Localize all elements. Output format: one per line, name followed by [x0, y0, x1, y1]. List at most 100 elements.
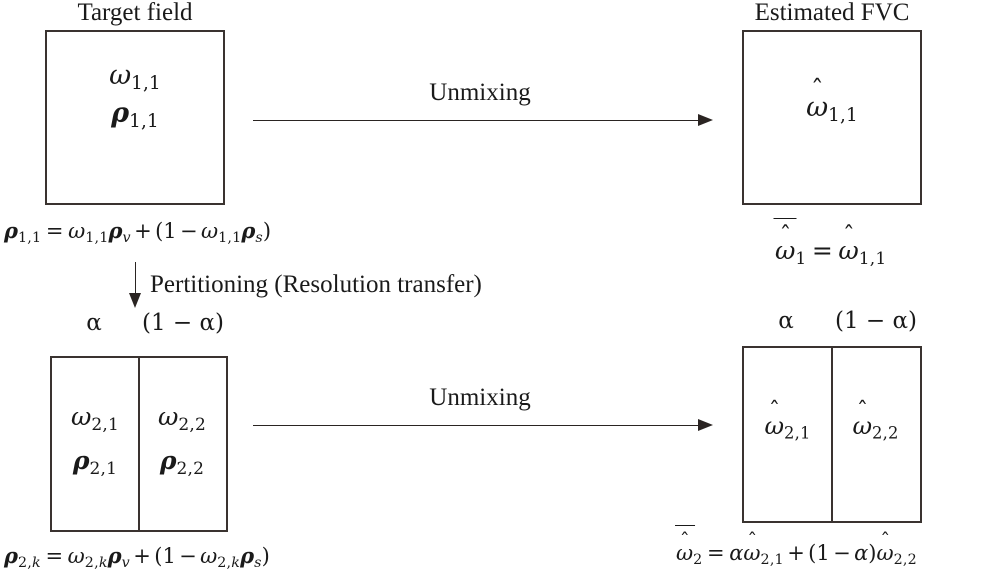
one-literal: 1 [162, 544, 176, 568]
partitioning-arrow-line [135, 262, 136, 295]
omega-symbol: ω [838, 236, 859, 265]
rho-s-sub: s [255, 229, 263, 246]
partitioned-fvc-divider [831, 348, 833, 521]
target-cell-2-rho: ρ2,2 [138, 448, 226, 478]
omega-symbol: ω [109, 60, 132, 91]
alpha-symbol-2: α [854, 541, 869, 565]
hat-icon: ˆ [768, 397, 781, 424]
equals-sign: = [45, 544, 64, 568]
target-cell-1-omega: ω2,1 [52, 404, 138, 434]
hat-icon: ˆ [747, 528, 758, 553]
omega-term-2-sub: 2,k [217, 554, 241, 571]
unmixing-arrow-top-head [698, 113, 713, 126]
omega-hat-subscript: 2,1 [784, 423, 811, 443]
rho-s-sub: s [254, 554, 262, 571]
paren-open: ( [155, 219, 164, 243]
one-literal: 1 [816, 541, 830, 565]
rho-lhs: ρ [4, 218, 18, 243]
one-literal: 1 [163, 219, 177, 243]
omega-bar-hat-sub: 2 [693, 551, 703, 568]
overbar-icon [674, 524, 695, 526]
rho-symbol: ρ [72, 446, 90, 475]
hat-icon: ˆ [679, 528, 690, 553]
hat-icon: ˆ [779, 221, 792, 250]
partitioning-arrow-head [128, 293, 141, 308]
omega-term-2: ω [200, 544, 218, 568]
rho-lhs-sub: 2,k [17, 554, 41, 571]
omega-symbol: ω [876, 541, 894, 565]
omega-hat-subscript: 2,2 [872, 423, 899, 443]
rho-v-sub: v [121, 554, 130, 571]
omega-term: ω [67, 544, 85, 568]
plus-sign: + [787, 541, 805, 565]
paren-close: ) [868, 541, 877, 565]
omega-symbol: ω [157, 402, 179, 431]
rho-symbol: ρ [159, 446, 177, 475]
omega-symbol: ω [70, 402, 92, 431]
hat-icon: ˆ [810, 74, 824, 105]
target-field-heading: Target field [77, 0, 193, 26]
rho-s: ρ [240, 543, 255, 568]
hat-icon: ˆ [856, 397, 869, 424]
equals-sign: = [45, 219, 64, 243]
rho-subscript: 2,1 [89, 458, 118, 479]
plus-sign: + [133, 544, 151, 568]
plus-sign: + [134, 219, 152, 243]
partitioning-label: Pertitioning (Resolution transfer) [150, 271, 482, 298]
paren-open: ( [808, 541, 817, 565]
omega-symbol: ω [764, 412, 785, 440]
partitioned-target-divider [138, 358, 140, 530]
estimated-fvc-heading: Estimated FVC [754, 0, 910, 26]
omega-subscript: 2,1 [91, 414, 120, 435]
omega-bar-hat-sub: 1 [795, 248, 807, 269]
omega-hat-subscript: 1,1 [828, 105, 858, 127]
omega-term-sub: 2,k [84, 554, 108, 571]
omega-hat-1-sub: 2,1 [760, 551, 784, 568]
rho-lhs: ρ [4, 543, 18, 568]
omega-subscript: 1,1 [131, 73, 161, 95]
alpha-symbol: α [729, 541, 744, 565]
hat-icon: ˆ [842, 221, 855, 250]
target-field-box: ω1,1 ρ1,1 [45, 30, 225, 205]
omega-term-2: ω [200, 219, 219, 243]
rho-s: ρ [241, 218, 256, 243]
partitioned-target-box: ω2,1 ρ2,1 ω2,2 ρ2,2 [50, 356, 228, 532]
rho-v-sub: v [122, 229, 131, 246]
omega-symbol: ω [806, 92, 829, 123]
one-minus-alpha-header-right: (1 − α) [834, 308, 917, 334]
equals-sign: = [707, 541, 725, 565]
overbar-icon [773, 217, 797, 219]
rho-v: ρ [107, 543, 122, 568]
unmixing-arrow-bottom-line [253, 425, 703, 426]
omega-symbol: ω [676, 541, 694, 565]
omega-symbol: ω [743, 541, 761, 565]
one-minus-alpha-header-left: (1 − α) [141, 310, 224, 336]
paren-close: ) [261, 544, 270, 568]
omega-symbol: ω [775, 236, 796, 265]
omega-hat-sub: 1,1 [858, 248, 887, 269]
alpha-header-left: α [86, 310, 102, 336]
unmixing-arrow-top-line [253, 120, 703, 121]
omega-term-2-sub: 1,1 [218, 229, 242, 246]
target-cell-1-rho: ρ2,1 [52, 448, 138, 478]
omega-term: ω [68, 219, 86, 243]
target-rho-1-1: ρ1,1 [47, 100, 223, 132]
omega-symbol: ω [852, 412, 873, 440]
unmixing-arrow-bottom-head [698, 418, 713, 431]
paren-close: ) [262, 219, 272, 243]
rho-lhs-sub: 1,1 [17, 229, 42, 246]
target-cell-2-omega: ω2,2 [138, 404, 226, 434]
rho-v: ρ [108, 218, 123, 243]
minus-sign: − [179, 544, 197, 568]
